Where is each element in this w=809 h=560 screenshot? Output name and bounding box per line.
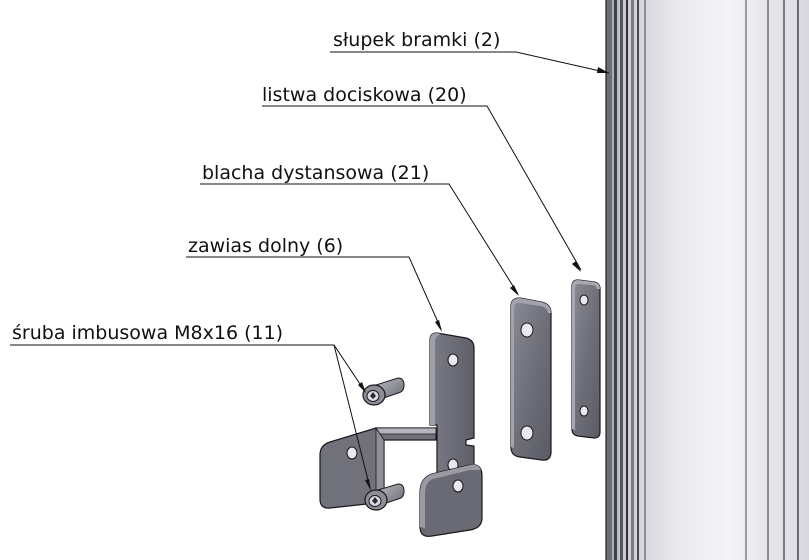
pressure-strip-part	[571, 279, 601, 439]
leader-post	[330, 51, 610, 74]
leader-hinge	[186, 256, 442, 330]
label-bolts: śruba imbusowa M8x16 (11)	[12, 322, 284, 344]
leader-lines	[10, 51, 610, 491]
bolt-lower	[364, 483, 405, 511]
leader-spacer-plate	[200, 183, 519, 295]
lower-hinge-part	[319, 332, 483, 537]
leader-pressure-strip	[262, 105, 582, 271]
leader-bolt-upper	[10, 344, 365, 391]
label-spacer-plate: blacha dystansowa (21)	[202, 162, 430, 184]
gate-post	[605, 0, 809, 560]
label-pressure-strip: listwa dociskowa (20)	[262, 84, 467, 106]
spacer-plate-part	[510, 297, 552, 461]
label-lower-hinge: zawias dolny (6)	[188, 235, 344, 257]
label-gate-post: słupek bramki (2)	[333, 29, 501, 51]
bolt-upper	[362, 377, 405, 406]
leader-bolt-lower	[333, 344, 371, 489]
